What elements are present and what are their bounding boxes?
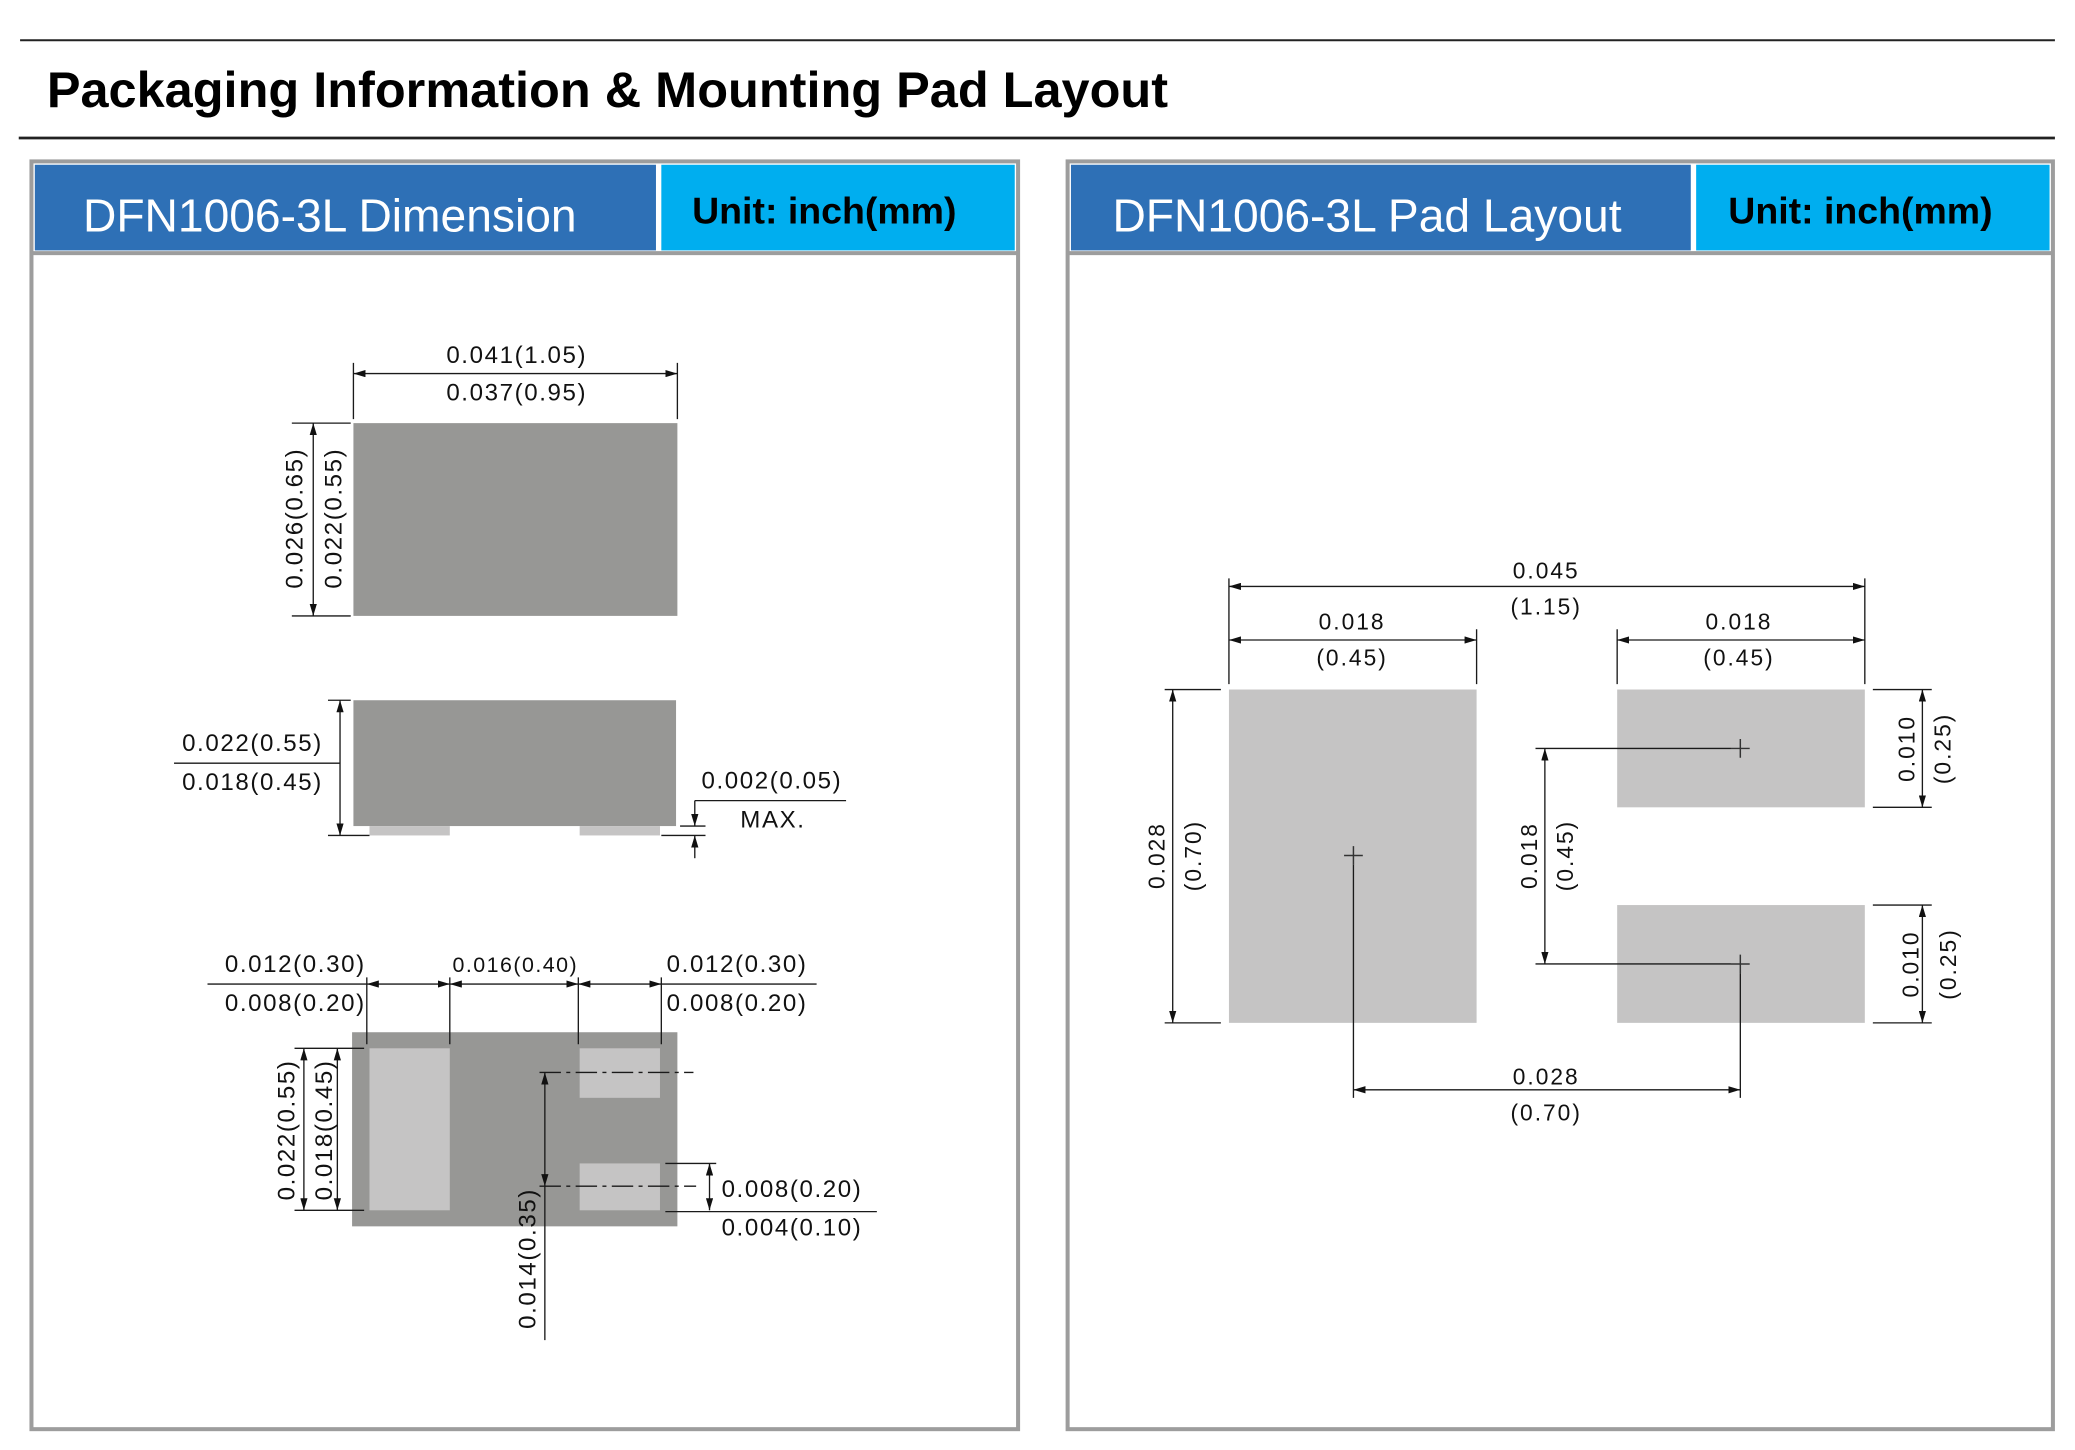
standoff-label: 0.002(0.05) — [701, 768, 842, 795]
panel-header-title: DFN1006-3L Pad Layout — [1112, 190, 1621, 242]
standoff-note: MAX. — [740, 806, 805, 833]
left-pad-width-min-label: 0.008(0.20) — [225, 990, 366, 1017]
bottom-right-pad-height-mm-label: (0.25) — [1935, 928, 1961, 999]
pad-center-lines — [539, 1071, 697, 1187]
pad-center-crosshairs — [1344, 739, 1750, 974]
right-pad-length-min-label: 0.004(0.10) — [722, 1215, 863, 1242]
width-max-label: 0.026(0.65) — [282, 448, 309, 589]
bottom-right-pad-height-inch-label: 0.010 — [1897, 930, 1923, 997]
pad-center-spacing-mm-label: (0.70) — [1510, 1100, 1581, 1126]
terminal-right — [579, 826, 660, 836]
height-min-label: 0.018(0.45) — [182, 769, 323, 796]
left-pad-width-mm-label: (0.45) — [1316, 644, 1387, 670]
length-min-label: 0.037(0.95) — [446, 379, 587, 406]
pad-pitch-label: 0.014(0.35) — [514, 1188, 541, 1329]
top-right-pad-height-mm-label: (0.25) — [1930, 713, 1956, 784]
pad-center-spacing-inch-label: 0.028 — [1513, 1063, 1580, 1089]
unit-box — [1696, 164, 2050, 251]
pad-gap-label: 0.016(0.40) — [452, 953, 578, 977]
left-pad-length-max-label: 0.022(0.55) — [274, 1060, 301, 1201]
overall-width-inch-label: 0.045 — [1513, 557, 1580, 583]
overall-width-mm-label: (1.15) — [1510, 594, 1581, 620]
right-pad-length-max-label: 0.008(0.20) — [722, 1176, 863, 1203]
length-max-label: 0.041(1.05) — [446, 342, 587, 369]
width-min-label: 0.022(0.55) — [320, 448, 347, 589]
left-pad-height-mm-label: (0.70) — [1180, 820, 1206, 891]
right-pad-pitch-inch-label: 0.018 — [1516, 822, 1542, 889]
unit-label: Unit: inch(mm) — [692, 190, 956, 232]
top-right-pad-height-inch-label: 0.010 — [1893, 715, 1919, 782]
unit-box — [661, 164, 1015, 251]
top-view: 0.041(1.05) 0.037(0.95) 0.026(0.65) 0.02… — [282, 342, 679, 617]
panel-header — [1070, 164, 1691, 251]
pad-layout-panel: DFN1006-3L Pad Layout Unit: inch(mm) 0.0… — [1065, 159, 2055, 1432]
panel-border — [1065, 159, 2055, 1432]
right-pad-width-min-label: 0.008(0.20) — [667, 990, 808, 1017]
extension-lines — [291, 362, 679, 617]
left-pad-length-min-label: 0.018(0.45) — [311, 1060, 338, 1201]
pad-left — [369, 1048, 450, 1211]
dimension-panel: DFN1006-3L Dimension Unit: inch(mm) 0.04… — [29, 159, 1021, 1432]
bottom-view: 0.012(0.30) 0.008(0.20) 0.016(0.40) 0.01… — [207, 951, 877, 1341]
left-pad-height-inch-label: 0.028 — [1144, 822, 1170, 889]
right-pad-width-mm-label: (0.45) — [1703, 644, 1774, 670]
package-body — [353, 423, 678, 616]
right-pad-width-max-label: 0.012(0.30) — [667, 951, 808, 978]
panel-header — [34, 164, 656, 251]
page-title: Packaging Information & Mounting Pad Lay… — [47, 61, 1168, 118]
terminal-left — [369, 826, 450, 836]
left-pad-width-inch-label: 0.018 — [1319, 608, 1386, 634]
pad-layout-drawing: 0.045 (1.15) 0.018 (0.45) 0.018 (0.45) 0… — [1144, 557, 1961, 1125]
left-pad-width-max-label: 0.012(0.30) — [225, 951, 366, 978]
side-view: 0.022(0.55) 0.018(0.45) 0.002(0.05) MAX. — [174, 699, 847, 859]
extension-lines — [1164, 578, 1932, 1098]
panel-header-title: DFN1006-3L Dimension — [83, 190, 577, 242]
height-max-label: 0.022(0.55) — [182, 730, 323, 757]
unit-label: Unit: inch(mm) — [1728, 190, 1992, 232]
right-pad-width-inch-label: 0.018 — [1705, 608, 1772, 634]
right-pad-pitch-mm-label: (0.45) — [1552, 820, 1578, 891]
extension-lines — [207, 977, 877, 1341]
title-section: Packaging Information & Mounting Pad Lay… — [18, 39, 2055, 140]
package-body — [353, 700, 677, 827]
